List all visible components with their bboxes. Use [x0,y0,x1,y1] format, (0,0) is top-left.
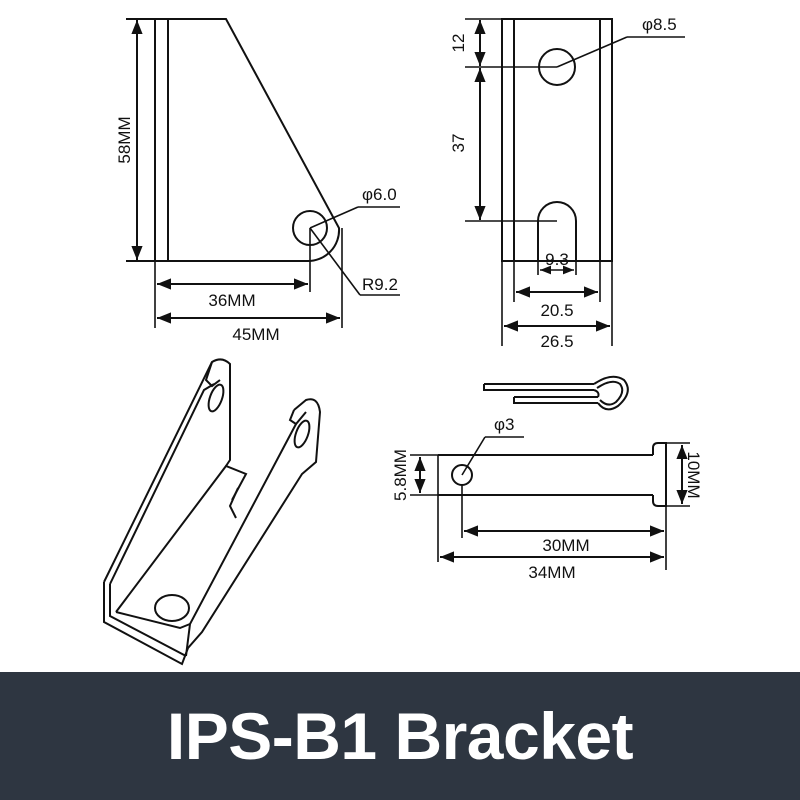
side-hole-label: φ6.0 [362,185,397,204]
front-view: 12 37 φ8.5 9.3 20.5 26.5 [449,15,685,351]
front-hole-spacing-label: 37 [449,134,468,153]
side-radius-label: R9.2 [362,275,398,294]
bracket-3d-icon [103,358,322,666]
front-inner-width-label: 20.5 [540,301,573,320]
front-slot [537,201,577,261]
front-slot-width-label: 9.3 [545,250,569,269]
front-hole-label: φ8.5 [642,15,677,34]
product-title: IPS-B1 Bracket [166,699,634,773]
side-view: 58MM φ6.0 R9.2 36MM 45MM [115,18,400,344]
pin-head-dia-label: 10MM [684,451,703,498]
side-inner-width-label: 36MM [208,291,255,310]
front-top-offset-label: 12 [449,34,468,53]
pin-view: φ3 5.8MM 10MM 30MM 34MM [391,415,703,582]
pin-shaft-dia-label: 5.8MM [391,449,410,501]
cotter-pin-icon [483,375,629,411]
pin-total-length-label: 34MM [528,563,575,582]
side-height-label: 58MM [115,116,134,163]
pin-hole-to-head-label: 30MM [542,536,589,555]
title-banner: IPS-B1 Bracket [0,672,800,800]
pin-hole-label: φ3 [494,415,514,434]
technical-drawing: 58MM φ6.0 R9.2 36MM 45MM 12 37 φ8.5 [103,15,703,666]
side-total-width-label: 45MM [232,325,279,344]
front-outer-width-label: 26.5 [540,332,573,351]
